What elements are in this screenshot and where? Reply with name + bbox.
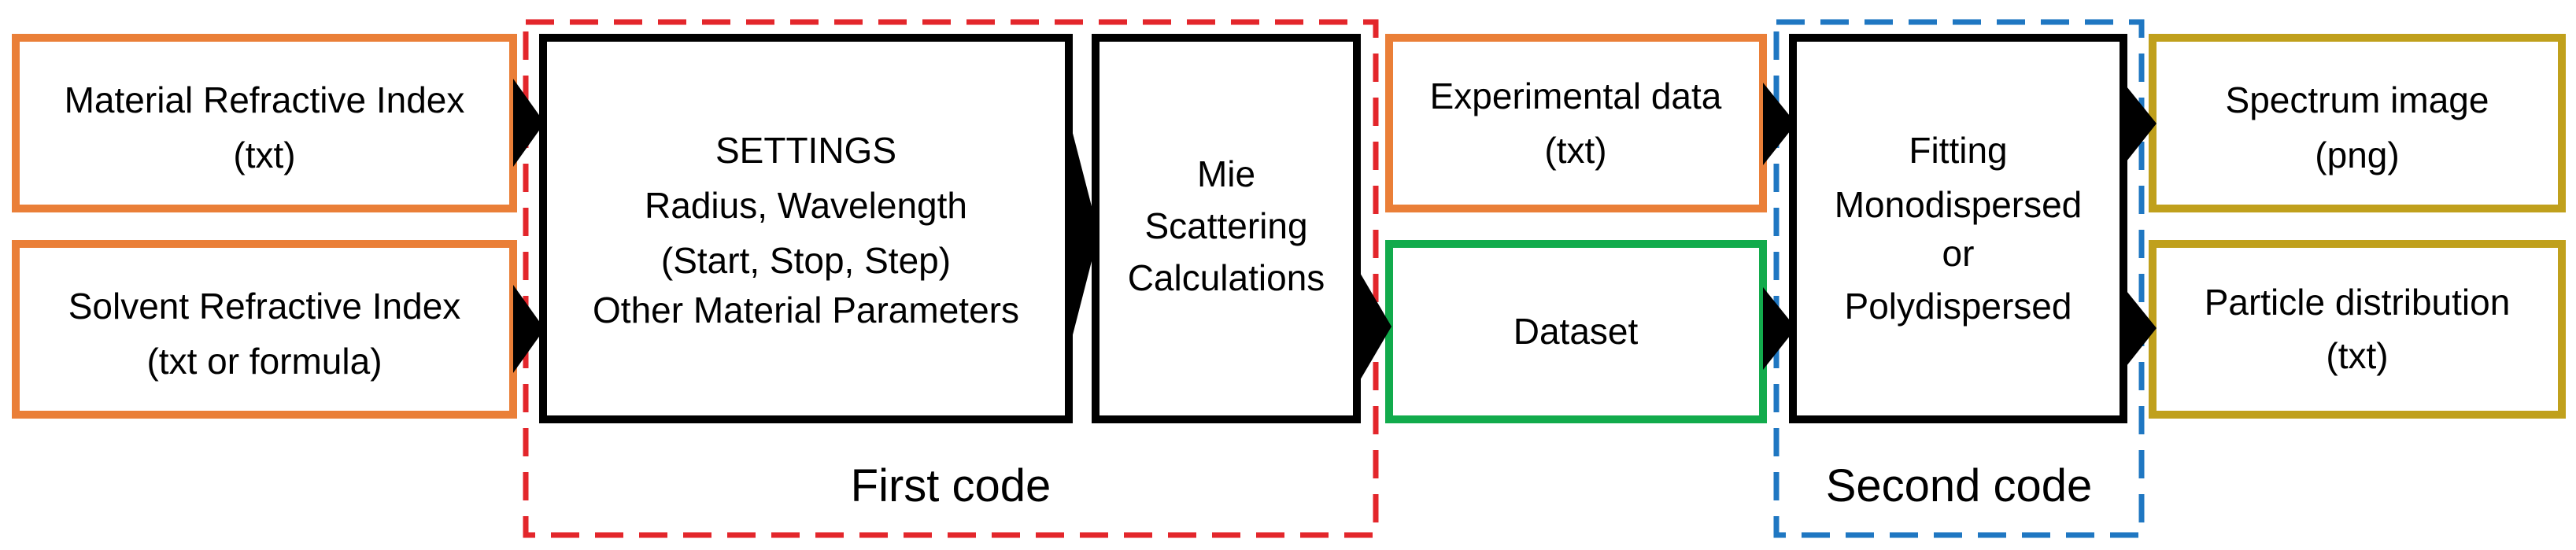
spectrum-image-box — [2149, 34, 2566, 212]
arrow-fitting-to-spectrum — [2123, 83, 2157, 165]
arrow-material-to-settings — [513, 79, 545, 167]
fitting-line-2: Monodispersed — [1835, 184, 2083, 225]
experimental-data-title: Experimental data — [1430, 76, 1722, 116]
mie-line-2: Scattering — [1144, 205, 1307, 246]
material-index-format: (txt) — [233, 135, 295, 175]
settings-range: (Start, Stop, Step) — [661, 240, 951, 281]
solvent-index-box — [12, 240, 517, 419]
solvent-index-format: (txt or formula) — [146, 341, 382, 382]
particle-distribution-format: (txt) — [2326, 335, 2388, 376]
second-code-label: Second code — [1826, 460, 2093, 511]
fitting-line-4: Polydispersed — [1845, 286, 2072, 327]
material-index-title: Material Refractive Index — [65, 79, 465, 120]
dataset-label: Dataset — [1513, 311, 1639, 352]
arrow-experimental-to-fitting — [1763, 83, 1796, 165]
material-index-box — [12, 34, 517, 212]
second-code-group — [1773, 19, 2145, 538]
solvent-index-title: Solvent Refractive Index — [68, 286, 461, 327]
mie-line-1: Mie — [1197, 153, 1255, 194]
spectrum-image-format: (png) — [2315, 135, 2399, 175]
experimental-data-format: (txt) — [1544, 130, 1606, 171]
settings-heading: SETTINGS — [715, 130, 896, 171]
first-code-group — [523, 19, 1379, 538]
mie-line-3: Calculations — [1128, 257, 1325, 298]
spectrum-image-title: Spectrum image — [2226, 79, 2489, 120]
particle-distribution-box — [2149, 240, 2566, 419]
dataset-box — [1385, 240, 1767, 423]
mie-box — [1092, 34, 1361, 423]
arrow-dataset-to-fitting — [1763, 287, 1796, 370]
fitting-line-3: or — [1942, 233, 1975, 274]
settings-box — [539, 34, 1073, 423]
arrow-solvent-to-settings — [513, 285, 545, 373]
experimental-data-box — [1385, 34, 1767, 212]
arrow-fitting-to-particle — [2123, 287, 2157, 370]
particle-distribution-title: Particle distribution — [2205, 282, 2511, 323]
fitting-line-1: Fitting — [1909, 130, 2007, 171]
settings-radius-wavelength: Radius, Wavelength — [645, 185, 967, 226]
first-code-label: First code — [851, 460, 1051, 511]
fitting-box — [1789, 34, 2127, 423]
settings-other-params: Other Material Parameters — [593, 290, 1019, 330]
arrow-mie-to-dataset — [1357, 268, 1391, 386]
arrow-settings-to-mie — [1069, 118, 1099, 350]
